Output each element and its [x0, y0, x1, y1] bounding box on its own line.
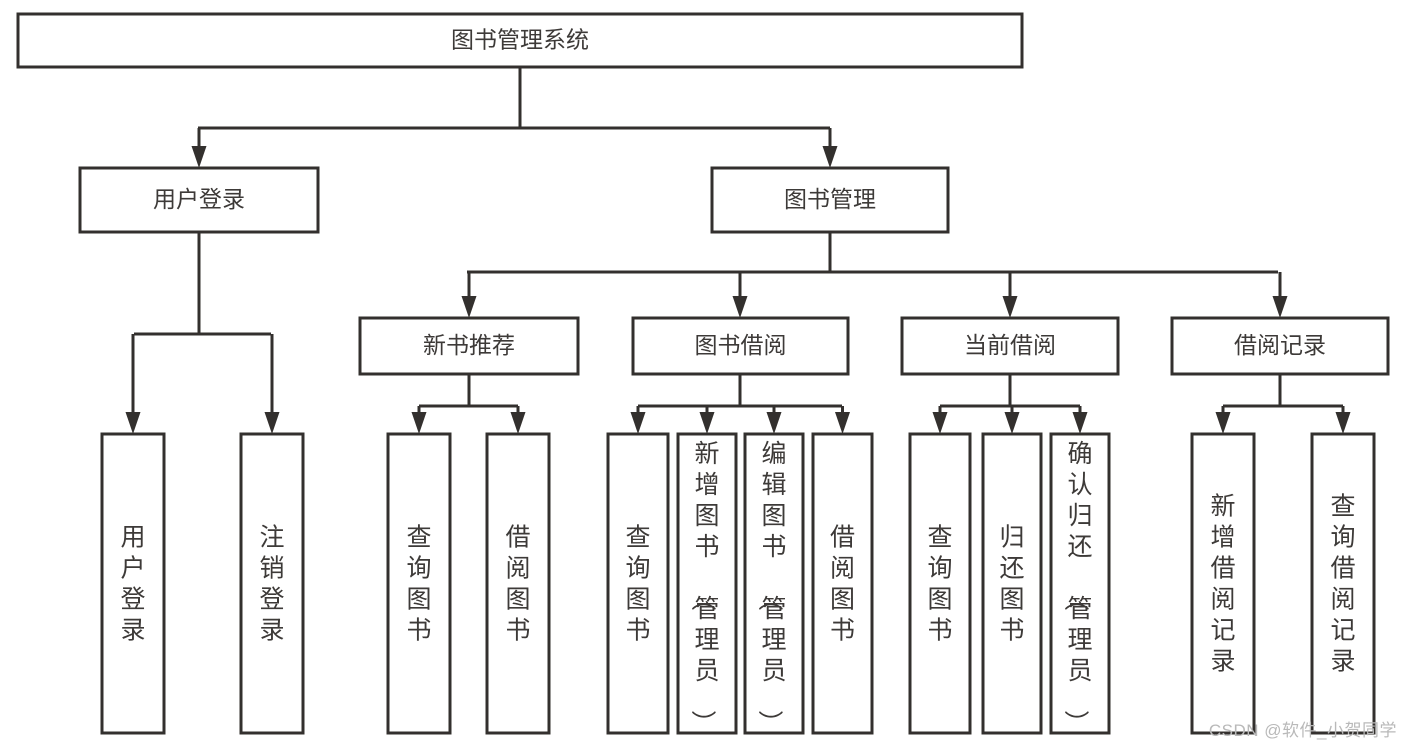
leaf-leaf-query-book-rec[interactable]: 查询图书: [386, 432, 452, 735]
leaf-label: 查询借阅记录: [1330, 493, 1355, 676]
arrow-to-leaf-query-book-borrow: [630, 406, 646, 434]
leaf-label: 用户登录: [120, 524, 145, 645]
arrow-root-to-user-login: [191, 128, 207, 168]
connector-bus-current-borrow: [940, 374, 1080, 408]
node-label: 图书管理系统: [451, 27, 589, 53]
node-label: 图书借阅: [695, 332, 787, 358]
node-label: 新书推荐: [423, 332, 515, 358]
arrow-to-leaf-edit-book-admin: [766, 406, 782, 434]
arrow-to-book-borrow: [732, 272, 748, 318]
nodes-layer: 图书管理系统用户登录图书管理新书推荐图书借阅当前借阅借阅记录用户登录注销登录查询…: [16, 12, 1390, 735]
leaf-leaf-confirm-return-admin[interactable]: 确认归还（管理员）: [1049, 432, 1111, 735]
arrow-to-leaf-borrow-book-rec: [510, 406, 526, 434]
node-current-borrow[interactable]: 当前借阅: [900, 316, 1120, 376]
leaf-label: 查询图书: [625, 524, 650, 645]
arrow-to-borrow-record: [1272, 272, 1288, 318]
leaf-leaf-user-login[interactable]: 用户登录: [100, 432, 166, 735]
arrow-to-leaf-logout-login: [264, 334, 280, 434]
leaf-label: 新增图书（管理员）: [688, 440, 719, 735]
leaf-leaf-query-book-current[interactable]: 查询图书: [908, 432, 972, 735]
leaf-label: 新增借阅记录: [1210, 493, 1235, 676]
arrow-to-leaf-borrow-book: [835, 406, 850, 434]
connector-bus-user-login: [134, 232, 271, 336]
connector-bus-borrow-record: [1223, 374, 1343, 408]
leaf-leaf-borrow-book[interactable]: 借阅图书: [811, 432, 874, 735]
connector-bus-book-manage: [467, 232, 1278, 274]
node-label: 借阅记录: [1234, 332, 1326, 358]
node-label: 图书管理: [784, 186, 876, 212]
node-book-manage[interactable]: 图书管理: [710, 166, 950, 234]
leaf-label: 注销登录: [259, 524, 284, 645]
leaf-leaf-add-book-admin[interactable]: 新增图书（管理员）: [676, 432, 738, 735]
leaf-label: 借阅图书: [505, 524, 530, 645]
arrow-to-current-borrow: [1002, 272, 1018, 318]
arrow-to-leaf-add-borrow-record: [1215, 406, 1231, 434]
connector-bus-new-book-rec: [419, 374, 518, 408]
node-label: 当前借阅: [964, 332, 1056, 358]
arrow-root-to-book-manage: [822, 128, 838, 168]
leaf-label: 查询图书: [927, 524, 952, 645]
leaf-leaf-logout-login[interactable]: 注销登录: [239, 432, 305, 735]
leaf-label: 确认归还（管理员）: [1061, 440, 1092, 735]
node-borrow-record[interactable]: 借阅记录: [1170, 316, 1390, 376]
node-label: 用户登录: [153, 186, 245, 212]
arrow-to-leaf-query-borrow-record: [1335, 406, 1351, 434]
leaf-leaf-borrow-book-rec[interactable]: 借阅图书: [485, 432, 551, 735]
leaf-label: 归还图书: [999, 524, 1024, 645]
connector-bus-book-borrow: [638, 374, 842, 408]
node-user-login[interactable]: 用户登录: [78, 166, 320, 234]
arrow-to-leaf-confirm-return-admin: [1072, 406, 1088, 434]
leaf-label: 编辑图书（管理员）: [755, 440, 786, 735]
arrow-to-leaf-add-book-admin: [699, 406, 715, 434]
node-root[interactable]: 图书管理系统: [16, 12, 1024, 69]
node-new-book-recommend[interactable]: 新书推荐: [358, 316, 580, 376]
leaf-leaf-return-book[interactable]: 归还图书: [981, 432, 1043, 735]
leaf-label: 查询图书: [406, 524, 431, 645]
leaf-leaf-query-borrow-record[interactable]: 查询借阅记录: [1310, 432, 1376, 735]
arrow-to-new-book-recommend: [461, 272, 477, 318]
arrow-to-leaf-query-book-rec: [411, 406, 427, 434]
leaf-leaf-edit-book-admin[interactable]: 编辑图书（管理员）: [743, 432, 805, 735]
leaf-label: 借阅图书: [830, 524, 855, 645]
arrow-to-leaf-return-book: [1004, 406, 1020, 434]
connector-bus-root: [198, 67, 830, 130]
connectors-layer: [125, 67, 1351, 434]
leaf-leaf-query-book-borrow[interactable]: 查询图书: [606, 432, 670, 735]
arrow-to-leaf-user-login: [125, 334, 141, 434]
arrow-to-leaf-query-book-current: [932, 406, 948, 434]
leaf-leaf-add-borrow-record[interactable]: 新增借阅记录: [1190, 432, 1256, 735]
node-book-borrow[interactable]: 图书借阅: [631, 316, 850, 376]
